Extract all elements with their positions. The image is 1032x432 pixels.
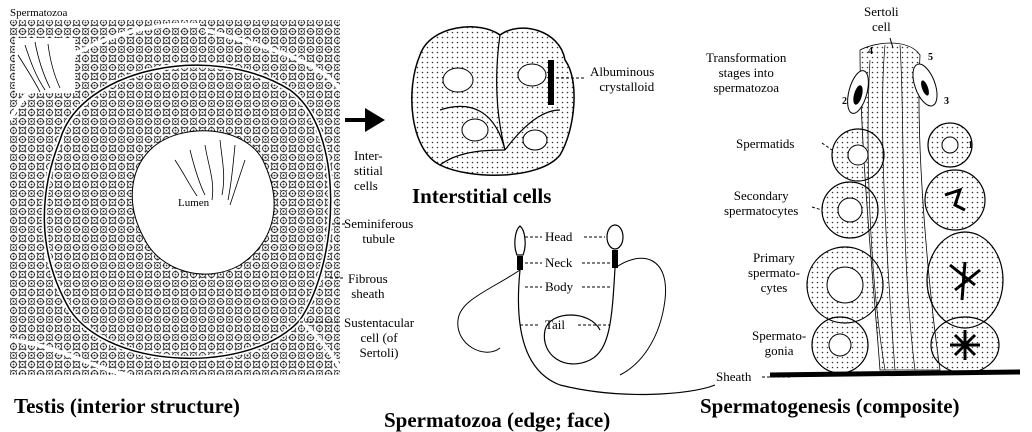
label-neck: Neck (545, 255, 572, 270)
label-albuminous-crystalloid: Albuminous crystalloid (590, 64, 654, 94)
label-sheath: Sheath (716, 369, 751, 384)
label-secondary-spermatocytes: Secondary spermatocytes (724, 188, 798, 218)
label-primary-spermatocytes: Primary spermato- cytes (748, 250, 800, 295)
label-head: Head (545, 229, 572, 244)
stage-number-2: 2 (842, 96, 847, 107)
title-testis: Testis (interior structure) (14, 394, 240, 418)
label-interstitial-cells: Inter- stitial cells (354, 148, 383, 193)
label-spermatozoa: Spermatozoa (10, 6, 67, 21)
label-spermatids: Spermatids (736, 136, 795, 151)
spermatogenesis-drawing (762, 38, 1020, 377)
label-fibrous-sheath: Fibrous sheath (348, 271, 388, 301)
stage-number-3: 3 (944, 96, 949, 107)
title-spermatogenesis: Spermatogenesis (composite) (700, 394, 960, 418)
interstitial-drawing (412, 27, 585, 175)
label-lumen: Lumen (178, 196, 209, 211)
stage-number-1: 1 (968, 140, 973, 151)
label-seminiferous-tubule: Seminiferous tubule (344, 216, 413, 246)
stage-number-5: 5 (928, 52, 933, 63)
label-sustentacular-cell: Sustentacular cell (of Sertoli) (344, 315, 414, 360)
label-tail: Tail (545, 317, 565, 332)
title-spermatozoa: Spermatozoa (edge; face) (384, 408, 610, 432)
label-body: Body (545, 279, 573, 294)
label-spermatogonia: Spermato- gonia (752, 328, 806, 358)
label-sertoli-cell: Sertoli cell (864, 4, 899, 34)
spermatozoa-drawing (458, 225, 715, 394)
title-interstitial-cells: Interstitial cells (412, 184, 551, 208)
label-transformation-stages: Transformation stages into spermatozoa (706, 50, 786, 95)
stage-number-4: 4 (868, 46, 873, 57)
